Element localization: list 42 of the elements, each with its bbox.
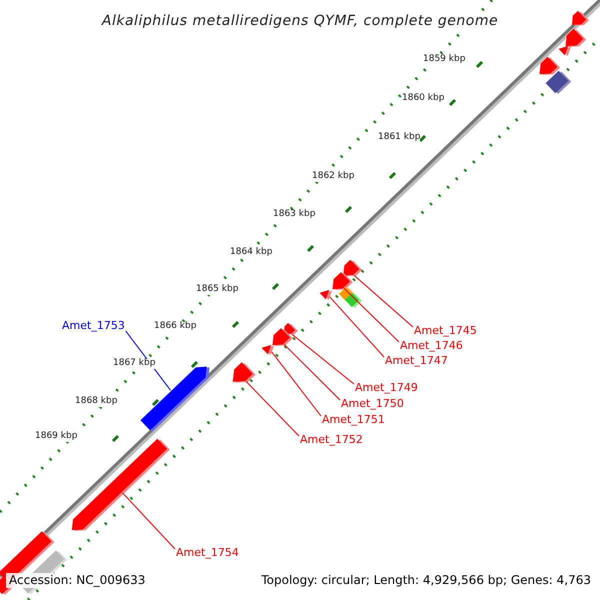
scale-label: 1865 kbp: [196, 285, 238, 295]
leader-line: [344, 288, 400, 342]
scale-label: 1861 kbp: [378, 133, 420, 143]
gene-label: Amet_1750: [341, 398, 404, 410]
leader-line: [271, 351, 322, 416]
leader-line: [284, 344, 340, 400]
gene-label: Amet_1746: [400, 340, 463, 352]
gene-bar: [140, 366, 210, 432]
leader-line: [354, 274, 414, 328]
gene-label: Amet_1747: [385, 355, 448, 368]
gene-triangle: [262, 344, 274, 356]
gene-block: [232, 362, 256, 383]
gene-label: Amet_1749: [355, 382, 418, 394]
scale-label: 1867 kbp: [113, 359, 156, 369]
scale-label: 1868 kbp: [75, 397, 118, 407]
gene-label: Amet_1751: [322, 414, 385, 426]
gene-block: [540, 56, 560, 75]
gene-triangle: [558, 46, 572, 56]
gene-block: [344, 292, 362, 308]
leader-line: [246, 381, 300, 436]
scale-label: 1862 kbp: [312, 172, 354, 182]
gene-label: Amet_1754: [176, 547, 239, 560]
gene-label: Amet_1752: [300, 434, 363, 446]
gene-triangle: [320, 290, 332, 300]
gene-label: Amet_1753: [62, 320, 125, 332]
scale-label: 1860 kbp: [402, 94, 444, 104]
gene-block: [284, 322, 298, 334]
gene-block: [566, 28, 586, 47]
gene-block: [572, 10, 590, 26]
gene-bar: [72, 438, 170, 531]
scale-label: 1864 kbp: [230, 248, 272, 258]
scale-label: 1863 kbp: [273, 210, 316, 220]
gene-label: Amet_1745: [414, 325, 477, 338]
gene-block: [332, 272, 353, 290]
leader-line: [122, 492, 176, 550]
scale-label: 1869 kbp: [35, 432, 78, 442]
scale-label: 1859 kbp: [423, 55, 466, 65]
gene-block: [343, 260, 362, 276]
scale-label: 1866 kbp: [154, 322, 196, 332]
leader-line: [292, 334, 354, 384]
leader-line: [329, 296, 384, 358]
gene-block: [546, 70, 572, 94]
